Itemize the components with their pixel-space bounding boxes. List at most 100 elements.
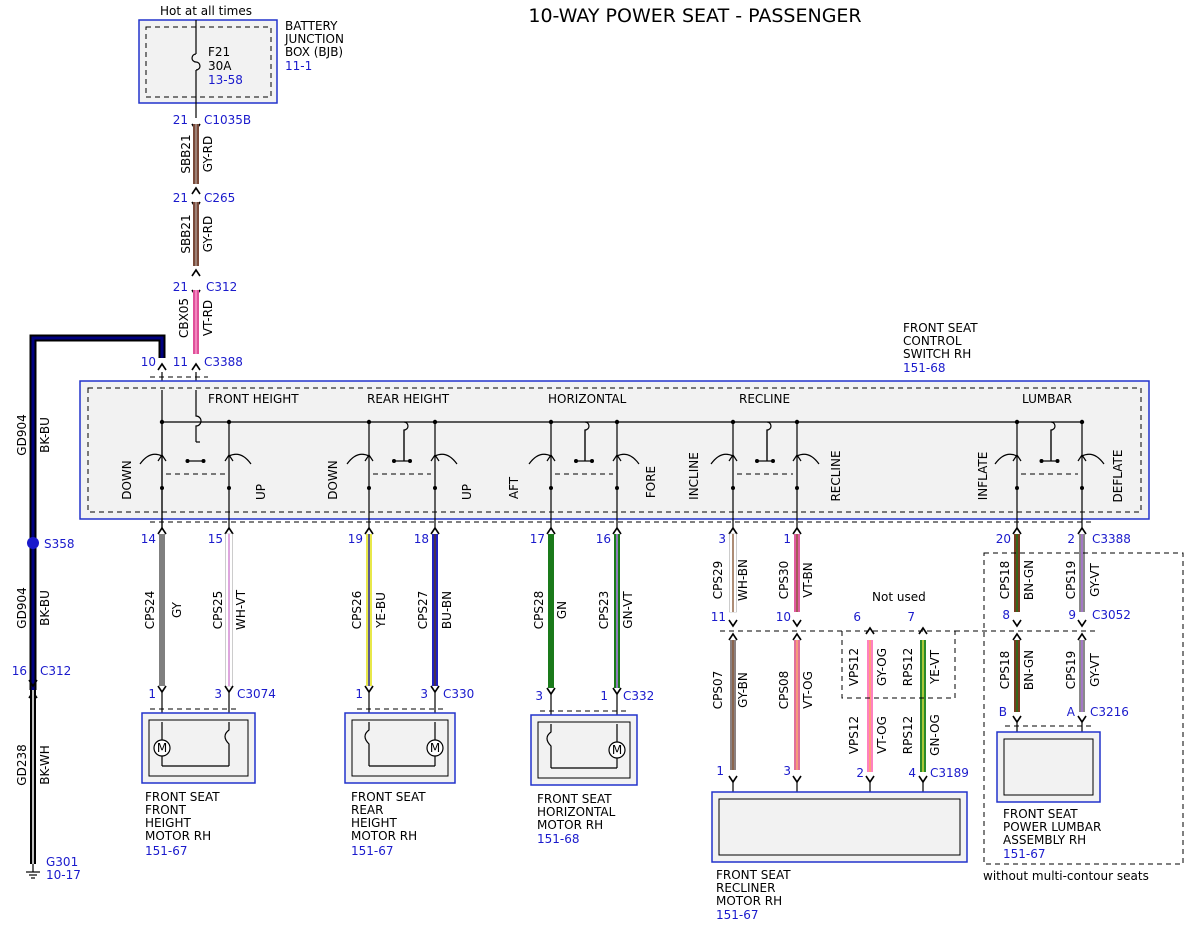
connector-label: C3189 <box>930 766 969 780</box>
circuit-label: GD904 <box>15 587 29 628</box>
recliner-label-2: RECLINER <box>716 881 775 895</box>
contact-icon <box>364 722 370 766</box>
color-label: VT-OG <box>801 671 815 709</box>
bjb-label-2: JUNCTION <box>284 32 344 46</box>
splice-s358 <box>27 537 39 549</box>
dir-label: AFT <box>507 476 521 499</box>
lumbar-label-2: POWER LUMBAR <box>1003 820 1101 834</box>
circuit-label: CPS23 <box>597 591 611 630</box>
pin-label: A <box>1067 705 1076 719</box>
lumbar-assembly <box>996 731 1101 803</box>
color-label: BK-BU <box>38 417 52 453</box>
connector-label: C330 <box>443 687 474 701</box>
pin-label: 3 <box>718 532 726 546</box>
connector-arrow-icon <box>865 775 875 784</box>
circuit-label: CPS07 <box>711 671 725 710</box>
connector-arrow-icon <box>918 626 928 635</box>
connector-arrow-icon <box>792 632 802 641</box>
junction-dot <box>366 419 372 425</box>
pin-label: 21 <box>173 191 188 205</box>
hot-at-all-times-label: Hot at all times <box>160 4 252 18</box>
switch-label-1: FRONT SEAT <box>903 321 978 335</box>
motor-label: MOTOR RH <box>537 818 603 832</box>
bjb-label-3: BOX (BJB) <box>285 45 343 59</box>
motor-ref: 151-67 <box>145 844 188 858</box>
lumbar-option-boundary <box>983 552 1184 865</box>
color-label: GY-RD <box>201 216 215 253</box>
connector-arrow-icon <box>728 526 738 535</box>
circuit-label: GD238 <box>15 744 29 785</box>
connector-arrow-icon <box>157 526 167 535</box>
pin-label: 17 <box>530 532 545 546</box>
switch-blade-icon <box>616 453 640 465</box>
color-label: GN <box>555 601 569 619</box>
rear-height-motor <box>344 712 456 784</box>
pin-label: 3 <box>214 687 222 701</box>
motor-label: MOTOR RH <box>145 829 211 843</box>
wire-cps28 <box>548 534 554 688</box>
color-label: WH-BN <box>736 559 750 601</box>
color-label: WH-VT <box>234 589 248 630</box>
connector-arrow-icon <box>364 526 374 535</box>
switch-blade-icon <box>710 453 734 465</box>
color-label: VT-RD <box>201 300 215 336</box>
color-label: GY-BN <box>736 672 750 708</box>
switch-blade-icon <box>434 453 458 465</box>
motor-label: HEIGHT <box>351 816 397 830</box>
color-label: VT-BN <box>801 562 815 598</box>
motor-label: REAR <box>351 803 383 817</box>
connector-arrow-icon <box>792 775 802 784</box>
pin-label: 15 <box>208 532 223 546</box>
connector-arrow-icon <box>728 632 738 641</box>
circuit-label: CPS24 <box>143 591 157 630</box>
motor-label: MOTOR RH <box>351 829 417 843</box>
connector-arrow-icon <box>1077 632 1087 641</box>
pin-label: B <box>999 705 1007 719</box>
pin-label: 1 <box>716 764 724 778</box>
pin-label: 16 <box>12 664 27 678</box>
pin-label: 1 <box>600 689 608 703</box>
switch-label-3: SWITCH RH <box>903 347 971 361</box>
connector-arrow-icon <box>1077 619 1087 628</box>
switch-blade-icon <box>346 453 370 465</box>
dir-label: FORE <box>644 466 658 498</box>
circuit-label: VPS12 <box>847 648 861 686</box>
contact-icon <box>224 722 230 766</box>
motor-ref: 151-67 <box>351 844 394 858</box>
circuit-label: SBB21 <box>179 214 193 253</box>
pin-label: 16 <box>596 532 611 546</box>
circuit-label: CPS29 <box>711 561 725 600</box>
circuit-label: CPS18 <box>998 651 1012 690</box>
pin-label: 3 <box>783 764 791 778</box>
not-used-label: Not used <box>872 590 926 604</box>
circuit-label: CPS19 <box>1064 651 1078 690</box>
recliner-motor <box>711 791 968 863</box>
connector-arrow-icon <box>546 687 556 696</box>
motor-label: FRONT SEAT <box>537 792 612 806</box>
splice-label: S358 <box>44 537 75 551</box>
switch-blade-icon <box>796 453 820 465</box>
junction-dot <box>548 419 554 425</box>
connector-arrow-icon <box>546 526 556 535</box>
connector-arrow-icon <box>918 775 928 784</box>
motor-label: HORIZONTAL <box>537 805 616 819</box>
connector-label: C3388 <box>204 355 243 369</box>
pin-label: 20 <box>996 532 1011 546</box>
pin-label: 21 <box>173 280 188 294</box>
connector-arrow-icon <box>728 775 738 784</box>
dir-label: INCLINE <box>687 452 701 500</box>
connector-arrow-icon <box>224 685 234 694</box>
pin-label: 1 <box>355 687 363 701</box>
color-label: GY-OG <box>875 648 889 686</box>
color-label: BK-BU <box>38 590 52 626</box>
pin-label: 21 <box>173 113 188 127</box>
section-label: FRONT HEIGHT <box>208 392 299 406</box>
color-label: GY-VT <box>1088 562 1102 596</box>
color-label: BK-WH <box>38 745 52 785</box>
connector-arrow-icon <box>612 526 622 535</box>
motor-label: HEIGHT <box>145 816 191 830</box>
connector-arrow-icon <box>430 685 440 694</box>
connector-arrow-icon <box>612 687 622 696</box>
switch-blade-icon <box>228 453 252 465</box>
